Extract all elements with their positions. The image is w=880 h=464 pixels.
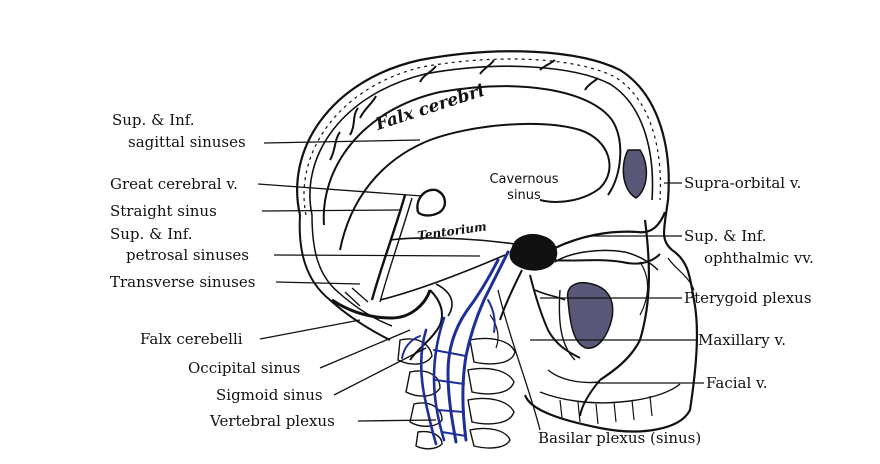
label-sigmoid: Sigmoid sinus (216, 386, 323, 404)
label-petrosal-line1: Sup. & Inf. (110, 225, 193, 243)
label-straight-sinus: Straight sinus (110, 202, 217, 220)
cavernous-label-line1: Cavernous (489, 172, 558, 187)
label-supra-orbital: Supra-orbital v. (684, 174, 801, 192)
facial-skeleton (540, 250, 694, 424)
label-basilar-plexus: Basilar plexus (sinus) (538, 429, 701, 447)
label-vertebral-plexus: Vertebral plexus (209, 412, 335, 430)
label-sagittal-line2: sagittal sinuses (128, 133, 246, 151)
label-ophthalmic-line2: ophthalmic vv. (704, 249, 814, 267)
falx-cerebri-label: Falx cerebri (372, 81, 487, 135)
label-sagittal-line1: Sup. & Inf. (112, 111, 195, 129)
label-occipital: Occipital sinus (188, 359, 300, 377)
label-falx-cerebelli: Falx cerebelli (140, 330, 243, 348)
label-petrosal-line2: petrosal sinuses (126, 246, 249, 264)
label-great-cerebral: Great cerebral v. (110, 175, 238, 193)
cavernous-sinus (510, 235, 557, 271)
vertebral-plexus (402, 252, 508, 444)
label-ophthalmic-line1: Sup. & Inf. (684, 227, 767, 245)
label-maxillary: Maxillary v. (698, 331, 786, 349)
supra-orbital-sinus (623, 150, 646, 198)
cervical-vertebrae (398, 315, 515, 449)
cavernous-label-line2: sinus (507, 188, 541, 203)
label-pterygoid: Pterygoid plexus (684, 289, 812, 307)
label-transverse: Transverse sinuses (110, 273, 255, 291)
label-facial: Facial v. (706, 374, 768, 392)
great-cerebral-vein (417, 190, 445, 216)
tentorium (372, 195, 515, 302)
maxillary-sinus (568, 283, 613, 349)
